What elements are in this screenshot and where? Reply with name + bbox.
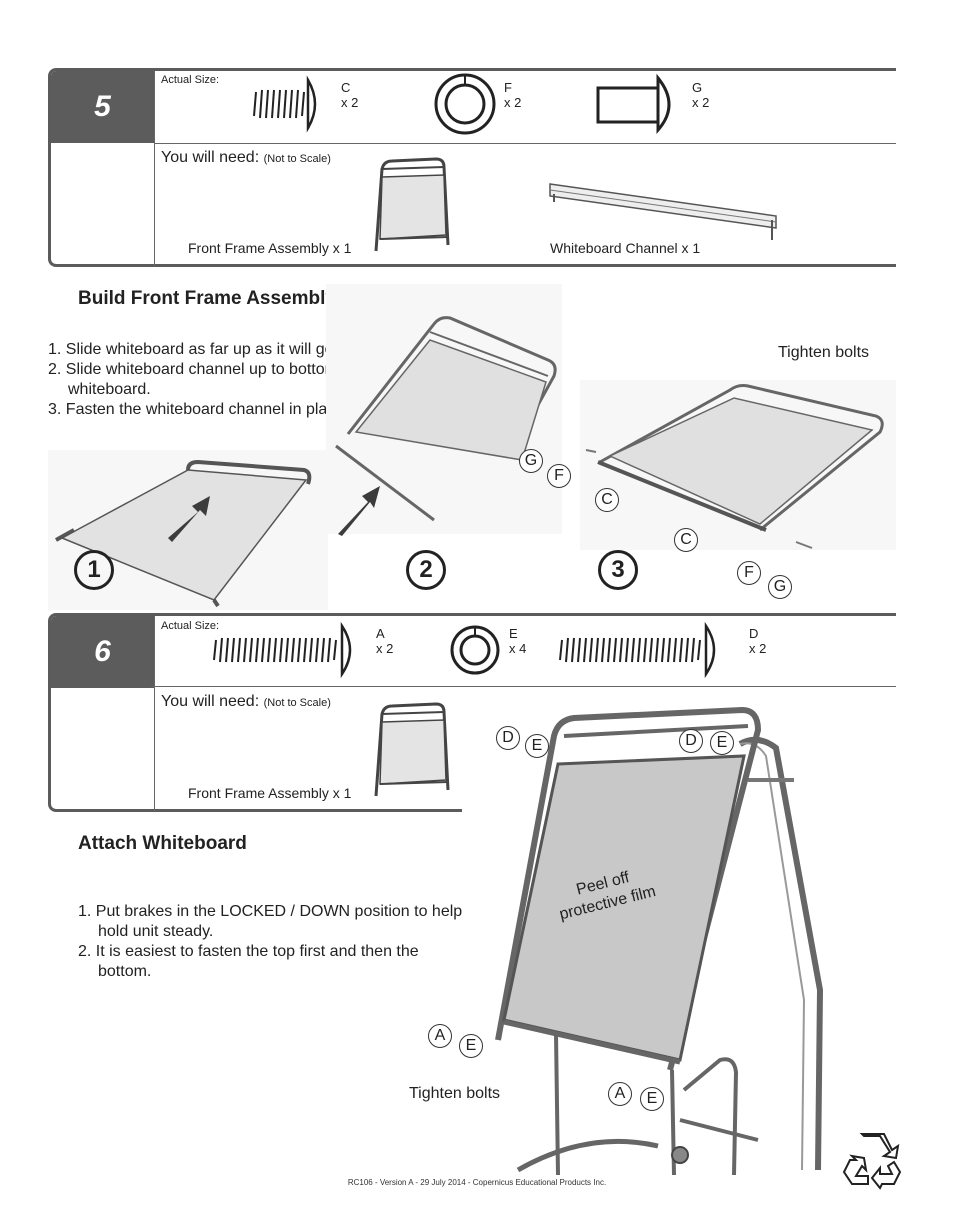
part-c-label: C x 2 (341, 80, 358, 110)
part-callout: G (519, 449, 543, 473)
part-letter: E (509, 626, 518, 641)
part-qty: x 2 (749, 641, 767, 656)
item-front-frame: Front Frame Assembly x 1 (188, 240, 352, 256)
part-callout: C (674, 528, 698, 552)
not-to-scale: (Not to Scale) (263, 697, 331, 709)
divider (154, 143, 896, 144)
whiteboard-channel-thumbnail (549, 183, 777, 240)
part-qty: x 2 (504, 95, 522, 110)
front-frame-thumbnail (374, 702, 450, 797)
part-letter: A (376, 626, 385, 641)
part-callout: E (525, 734, 549, 758)
part-callout: F (547, 464, 571, 488)
step-5-box: 5 (48, 68, 896, 267)
washer-f-icon (434, 73, 496, 135)
divider (154, 688, 155, 812)
step-number: 6 (51, 616, 154, 688)
section-heading: Build Front Frame Assembly (78, 288, 336, 309)
instruction-list: 1. Put brakes in the LOCKED / DOWN posit… (78, 902, 468, 982)
part-callout: G (768, 575, 792, 599)
footer-text: RC106 - Version A - 29 July 2014 - Coper… (347, 1178, 607, 1187)
divider (154, 616, 155, 688)
tighten-bolts-label: Tighten bolts (778, 344, 870, 361)
part-callout: E (459, 1034, 483, 1058)
part-qty: x 2 (376, 641, 394, 656)
part-callout: D (679, 729, 703, 753)
item-whiteboard-channel: Whiteboard Channel x 1 (550, 240, 701, 256)
part-letter: G (692, 80, 703, 95)
figure-number: 3 (598, 550, 638, 590)
step-number: 5 (51, 71, 154, 143)
instruction-step: 2. It is easiest to fasten the top first… (78, 943, 419, 980)
part-qty: x 2 (692, 95, 710, 110)
washer-e-icon (450, 625, 500, 675)
part-letter: C (341, 80, 351, 95)
divider (154, 143, 155, 267)
part-callout: E (710, 731, 734, 755)
divider (151, 686, 896, 687)
easel-illustration (495, 706, 824, 1176)
tighten-bolts-label: Tighten bolts (409, 1085, 501, 1102)
bolt-c-icon (253, 75, 317, 133)
step-6-box: 6 (48, 613, 462, 812)
part-callout: E (640, 1087, 664, 1111)
figure-2-illustration (326, 284, 562, 536)
front-frame-thumbnail (374, 157, 450, 252)
part-d-label: D x 2 (749, 626, 766, 656)
part-qty: x 2 (341, 95, 359, 110)
part-callout: F (737, 561, 761, 585)
part-callout: D (496, 726, 520, 750)
part-e-label: E x 4 (509, 626, 526, 656)
not-to-scale: (Not to Scale) (263, 153, 331, 165)
barrel-nut-g-icon (596, 73, 671, 134)
you-will-need-text: You will need: (161, 149, 260, 166)
instruction-step: 1. Slide whiteboard as far up as it will… (48, 341, 338, 358)
divider (154, 71, 155, 143)
part-f-label: F x 2 (504, 80, 521, 110)
you-will-need-text: You will need: (161, 693, 260, 710)
bolt-d-icon (559, 621, 716, 679)
figure-number: 1 (74, 550, 114, 590)
instruction-list: 1. Slide whiteboard as far up as it will… (48, 340, 383, 420)
part-a-label: A x 2 (376, 626, 393, 656)
you-will-need: You will need: (Not to Scale) (161, 149, 331, 167)
figure-3-illustration (580, 380, 896, 550)
section-heading: Attach Whiteboard (78, 833, 247, 854)
part-callout: C (595, 488, 619, 512)
actual-size-label: Actual Size: (161, 620, 220, 632)
part-letter: F (504, 80, 512, 95)
item-front-frame: Front Frame Assembly x 1 (188, 785, 352, 801)
part-g-label: G x 2 (692, 80, 709, 110)
bolt-a-icon (213, 621, 352, 679)
part-letter: D (749, 626, 759, 641)
you-will-need: You will need: (Not to Scale) (161, 693, 331, 711)
recycle-icon (842, 1133, 902, 1190)
step-6-top-line (460, 613, 896, 616)
figure-number: 2 (406, 550, 446, 590)
part-qty: x 4 (509, 641, 527, 656)
instruction-step: 2. Slide whiteboard channel up to bottom… (48, 361, 356, 398)
actual-size-label: Actual Size: (161, 74, 220, 86)
instruction-step: 3. Fasten the whiteboard channel in plac… (48, 401, 349, 418)
part-callout: A (428, 1024, 452, 1048)
part-callout: A (608, 1082, 632, 1106)
instruction-step: 1. Put brakes in the LOCKED / DOWN posit… (78, 903, 463, 940)
